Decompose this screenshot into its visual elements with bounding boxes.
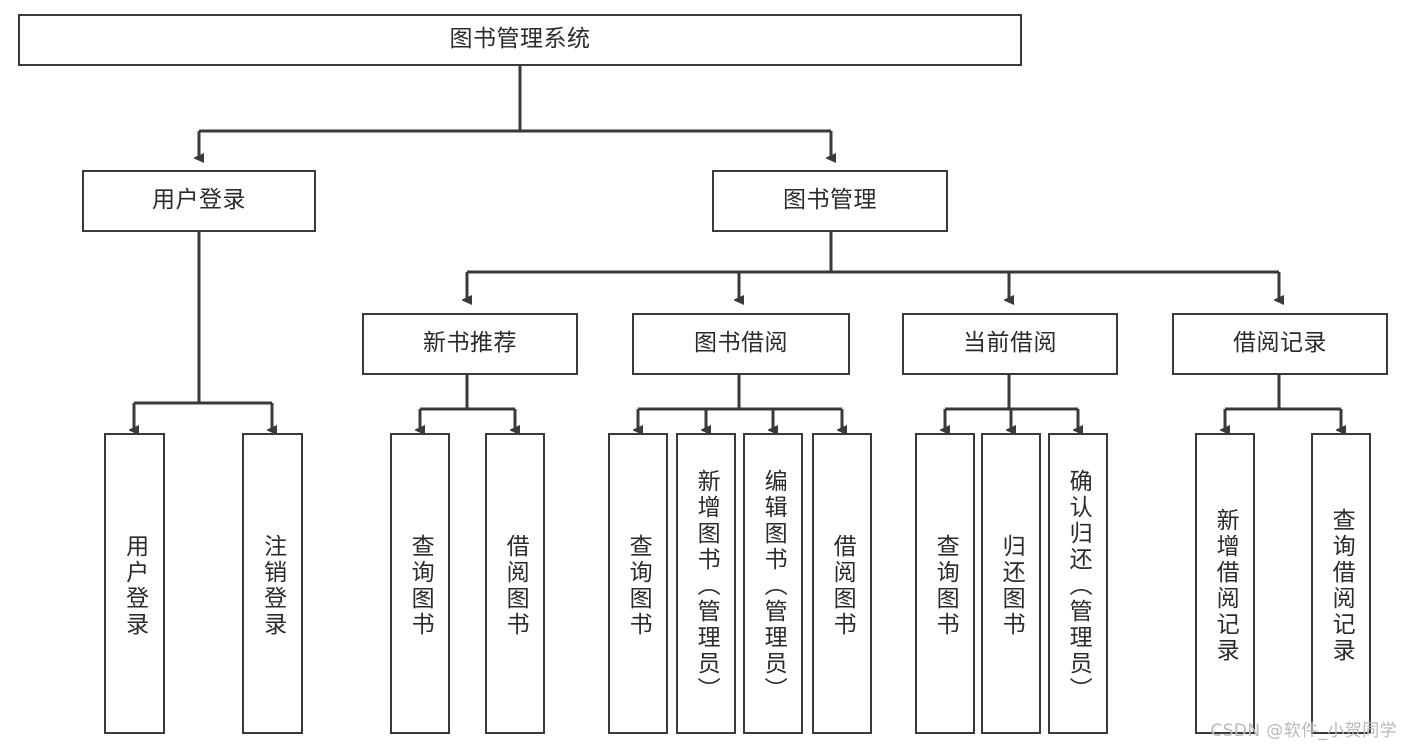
node-label: 新书推荐 [423,330,517,357]
node-leaf-borrow-book-1[interactable]: 借阅图书 [485,433,545,734]
node-leaf-add-book[interactable]: 新增图书（管理员） [676,433,736,734]
node-leaf-add-record[interactable]: 新增借阅记录 [1195,433,1255,734]
node-label: 当前借阅 [963,330,1057,357]
node-label: 编辑图书（管理员） [760,468,787,703]
node-borrow-record[interactable]: 借阅记录 [1172,313,1388,375]
node-book-management[interactable]: 图书管理 [712,170,948,232]
node-label: 确认归还（管理员） [1065,468,1092,703]
node-leaf-query-book-3[interactable]: 查询图书 [915,433,975,734]
node-root-system[interactable]: 图书管理系统 [18,14,1022,66]
node-leaf-query-record[interactable]: 查询借阅记录 [1311,433,1371,734]
node-leaf-borrow-book-2[interactable]: 借阅图书 [812,433,872,734]
node-new-book-recommend[interactable]: 新书推荐 [362,313,578,375]
node-label: 图书管理 [783,187,877,214]
node-label: 查询图书 [407,533,434,638]
node-label: 查询图书 [932,533,959,638]
node-leaf-return-book[interactable]: 归还图书 [981,433,1041,734]
node-leaf-confirm-return[interactable]: 确认归还（管理员） [1048,433,1108,734]
node-label: 查询图书 [625,533,652,638]
node-label: 新增图书（管理员） [693,468,720,703]
node-label: 归还图书 [998,533,1025,638]
node-label: 注销登录 [259,533,286,638]
node-label: 图书借阅 [694,330,788,357]
node-current-borrow[interactable]: 当前借阅 [902,313,1118,375]
node-leaf-query-book-1[interactable]: 查询图书 [390,433,450,734]
node-label: 借阅记录 [1233,330,1327,357]
node-leaf-user-login[interactable]: 用户登录 [104,433,165,734]
node-label: 查询借阅记录 [1328,507,1355,664]
node-user-login[interactable]: 用户登录 [82,170,316,232]
node-leaf-logout-login[interactable]: 注销登录 [242,433,303,734]
node-label: 用户登录 [121,533,148,638]
node-leaf-query-book-2[interactable]: 查询图书 [608,433,668,734]
node-label: 借阅图书 [829,533,856,638]
csdn-watermark: CSDN @软件_小贺同学 [1210,721,1397,741]
node-label: 图书管理系统 [449,26,591,53]
node-label: 用户登录 [152,187,246,214]
node-label: 借阅图书 [502,533,529,638]
node-leaf-edit-book[interactable]: 编辑图书（管理员） [743,433,803,734]
node-book-borrow[interactable]: 图书借阅 [632,313,850,375]
node-label: 新增借阅记录 [1212,507,1239,664]
